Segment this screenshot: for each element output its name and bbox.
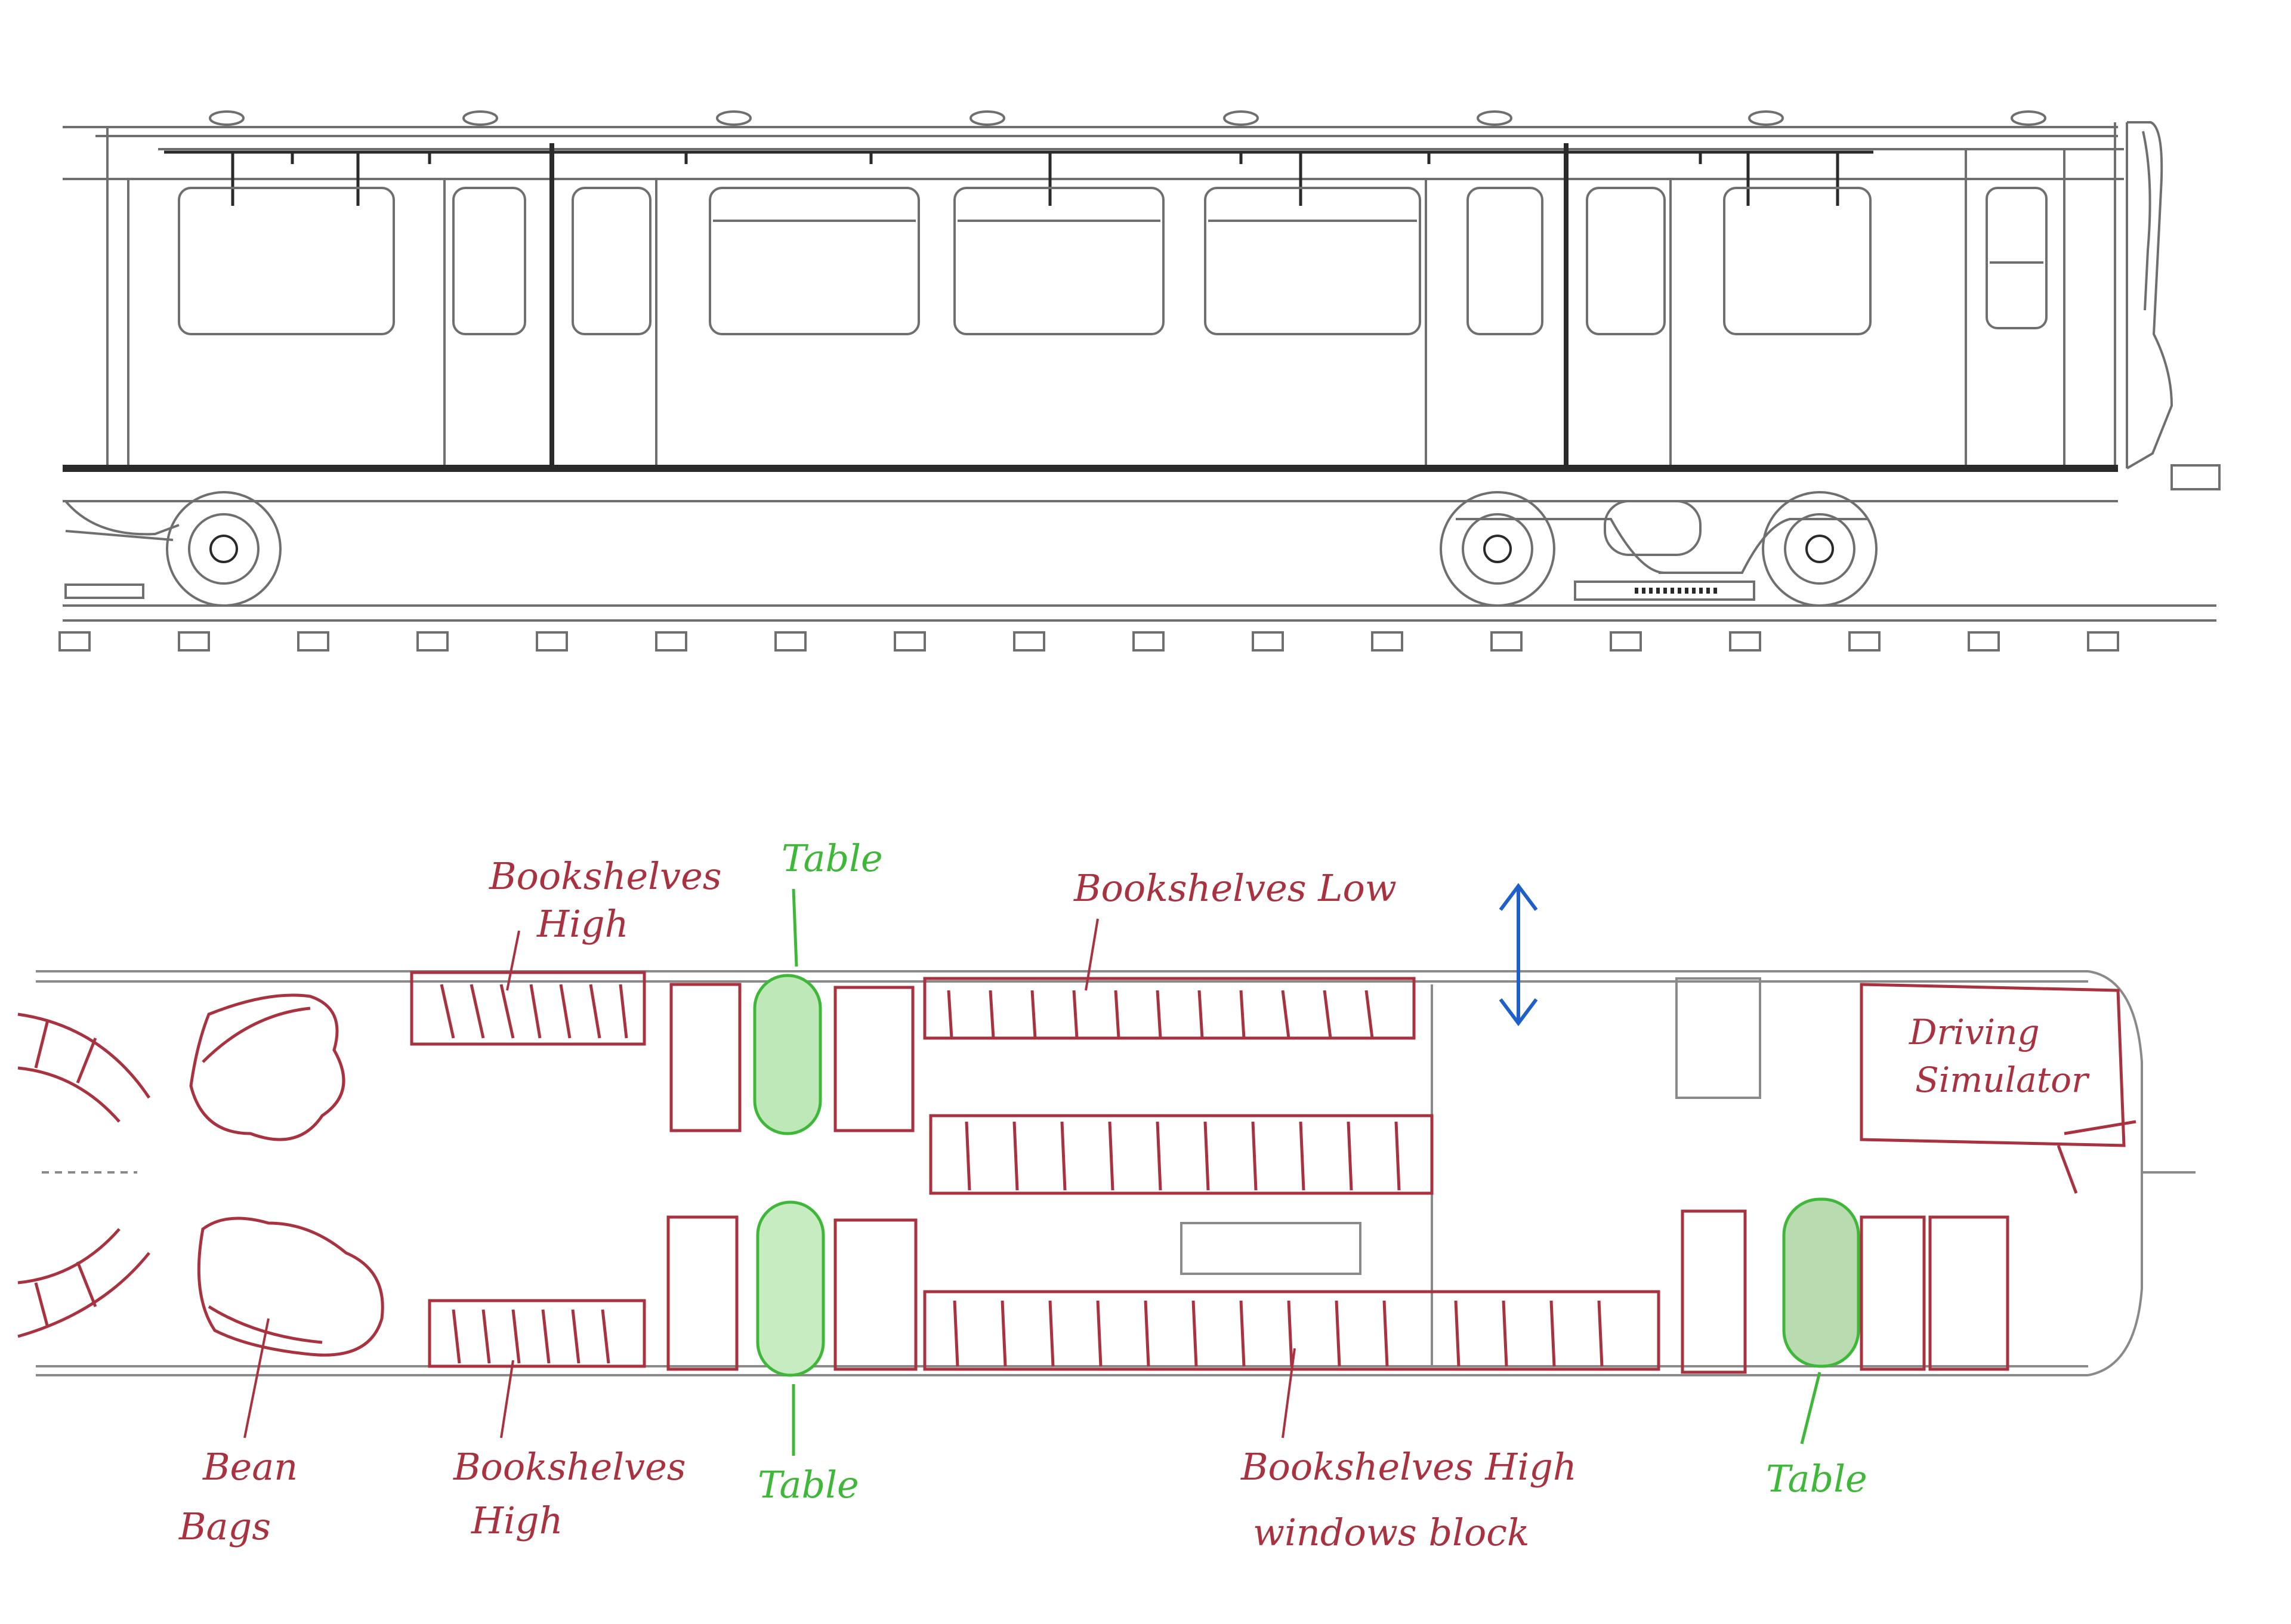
windows — [178, 187, 2048, 335]
annotation-labels: Bookshelves High Table Bookshelves Low D… — [178, 836, 2090, 1554]
roof-vents — [209, 110, 2046, 126]
label-bookshelves-high-bottom-2: High — [471, 1499, 563, 1542]
grab-rail — [164, 150, 1873, 206]
label-bookshelves-high-top-1: Bookshelves — [489, 854, 722, 898]
bean-bags — [189, 993, 384, 1357]
bookshelves-high-windows-block — [923, 1290, 1660, 1371]
label-table-right: Table — [1766, 1457, 1867, 1500]
label-bookshelves-low: Bookshelves Low — [1073, 866, 1397, 910]
bookshelves-high-bottom-left — [428, 1299, 646, 1368]
table-top — [753, 974, 822, 1135]
bogie-left — [64, 491, 282, 607]
label-driving-simulator-2: Simulator — [1915, 1060, 2090, 1100]
track — [58, 604, 2216, 652]
floor-line — [63, 465, 2118, 502]
bogie-right — [1440, 491, 1878, 607]
label-table-top: Table — [782, 836, 883, 880]
label-bean-bags-2: Bags — [178, 1505, 271, 1548]
table-bottom — [756, 1200, 825, 1377]
bookshelves-low — [923, 977, 1434, 1195]
label-bookshelves-high-windows-2: windows block — [1253, 1511, 1530, 1554]
label-bookshelves-high-windows-1: Bookshelves High — [1240, 1445, 1577, 1489]
label-table-bottom: Table — [758, 1463, 859, 1506]
label-bookshelves-high-bottom-1: Bookshelves — [453, 1445, 686, 1489]
floor-plan-drawing: Bookshelves High Table Bookshelves Low D… — [17, 836, 2196, 1554]
tables — [753, 888, 1860, 1456]
train-body-outline — [63, 121, 2221, 490]
double-arrow-icon — [1499, 883, 1538, 1026]
bookshelves-high-top — [410, 971, 646, 1046]
label-driving-simulator-1: Driving — [1909, 1012, 2040, 1052]
carriage-outline — [36, 970, 2196, 1376]
curved-seating — [17, 1012, 151, 1338]
seat-blocks — [666, 983, 2009, 1374]
table-right — [1782, 1197, 1860, 1368]
label-bookshelves-high-top-2: High — [536, 902, 629, 946]
door-pillars — [549, 143, 1568, 468]
label-bean-bags-1: Bean — [202, 1445, 298, 1489]
side-elevation-drawing — [58, 110, 2221, 652]
driving-simulator — [1860, 983, 2136, 1194]
leader-lines — [243, 918, 1296, 1438]
